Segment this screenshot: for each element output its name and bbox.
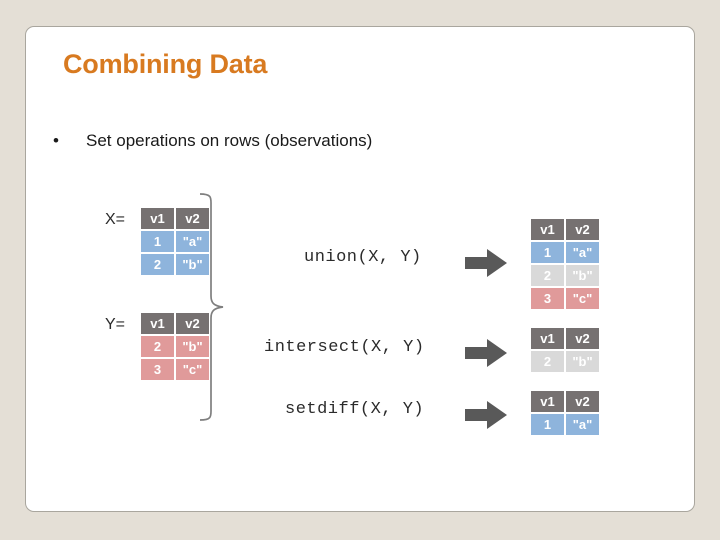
table-cell: 1 <box>141 231 174 252</box>
result-table-union: v1 v2 1 "a" 2 "b" 3 "c" <box>529 217 601 311</box>
table-cell: "c" <box>176 359 209 380</box>
table-row: 1 "a" <box>141 231 209 252</box>
page-title: Combining Data <box>63 49 268 79</box>
operation-expression-setdiff: setdiff(X, Y) <box>285 400 425 419</box>
operation-expression-intersect: intersect(X, Y) <box>264 338 425 357</box>
bullet-marker: • <box>53 131 59 150</box>
table-row: v1 v2 <box>141 208 209 229</box>
table-row: 2 "b" <box>531 265 599 286</box>
table-row: v1 v2 <box>531 391 599 412</box>
table-row: 1 "a" <box>531 414 599 435</box>
table-cell: "b" <box>176 336 209 357</box>
column-header: v1 <box>531 391 564 412</box>
table-cell: "a" <box>566 414 599 435</box>
right-arrow-icon <box>465 339 507 367</box>
operation-expression-union: union(X, Y) <box>304 248 422 267</box>
bullet-item: • Set operations on rows (observations) <box>48 131 372 151</box>
column-header: v1 <box>141 313 174 334</box>
result-table-intersect: v1 v2 2 "b" <box>529 326 601 374</box>
column-header: v2 <box>566 219 599 240</box>
table-row: v1 v2 <box>531 328 599 349</box>
table-cell: "c" <box>566 288 599 309</box>
table-row: 2 "b" <box>531 351 599 372</box>
column-header: v2 <box>566 328 599 349</box>
table-cell: "a" <box>176 231 209 252</box>
table-cell: 2 <box>141 336 174 357</box>
right-arrow-icon <box>465 401 507 429</box>
bullet-label: Set operations on rows (observations) <box>86 131 373 150</box>
table-label-x: X= <box>105 211 126 228</box>
table-cell: 1 <box>531 242 564 263</box>
table-cell: "a" <box>566 242 599 263</box>
column-header: v1 <box>531 219 564 240</box>
table-cell: 3 <box>531 288 564 309</box>
table-cell: 2 <box>141 254 174 275</box>
table-row: v1 v2 <box>531 219 599 240</box>
column-header: v2 <box>566 391 599 412</box>
table-row: 2 "b" <box>141 254 209 275</box>
column-header: v2 <box>176 313 209 334</box>
grouping-brace-icon <box>199 193 224 421</box>
result-table-setdiff: v1 v2 1 "a" <box>529 389 601 437</box>
table-cell: "b" <box>566 265 599 286</box>
column-header: v2 <box>176 208 209 229</box>
table-label-y: Y= <box>105 316 126 333</box>
table-cell: "b" <box>176 254 209 275</box>
set-operations-diagram: X= v1 v2 1 "a" 2 "b" Y= v1 v2 2 <box>26 27 694 511</box>
column-header: v1 <box>141 208 174 229</box>
right-arrow-icon <box>465 249 507 277</box>
column-header: v1 <box>531 328 564 349</box>
table-row: 3 "c" <box>531 288 599 309</box>
table-row: 3 "c" <box>141 359 209 380</box>
table-cell: 1 <box>531 414 564 435</box>
table-row: 1 "a" <box>531 242 599 263</box>
table-cell: 2 <box>531 265 564 286</box>
table-x: v1 v2 1 "a" 2 "b" <box>139 206 211 277</box>
table-row: 2 "b" <box>141 336 209 357</box>
table-y: v1 v2 2 "b" 3 "c" <box>139 311 211 382</box>
table-cell: 2 <box>531 351 564 372</box>
table-cell: "b" <box>566 351 599 372</box>
table-cell: 3 <box>141 359 174 380</box>
table-row: v1 v2 <box>141 313 209 334</box>
slide-canvas: Combining Data • Set operations on rows … <box>25 26 695 512</box>
